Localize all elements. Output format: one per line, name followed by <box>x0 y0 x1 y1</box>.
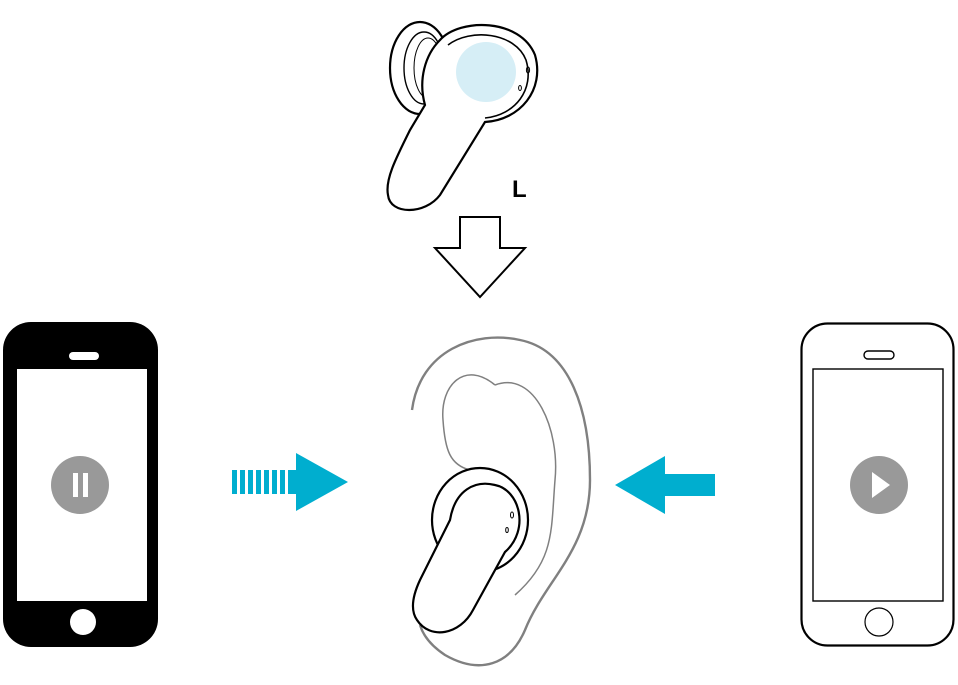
play-icon <box>850 456 908 514</box>
arrow-down-icon <box>432 216 528 299</box>
earbud-top <box>380 10 550 220</box>
down-arrow <box>430 215 530 301</box>
smartphone-icon <box>3 322 158 647</box>
pause-icon <box>51 456 109 514</box>
earbud-icon <box>386 20 539 211</box>
ear <box>395 330 595 685</box>
earbud-side-label: L <box>512 176 527 203</box>
smartphone-icon <box>800 322 955 647</box>
phone-right <box>800 322 955 647</box>
arrow-from-left-phone <box>230 453 352 513</box>
arrow-left-icon <box>615 456 715 514</box>
arrow-from-right-phone <box>613 456 717 514</box>
phone-left <box>3 322 158 647</box>
arrow-right-striped-icon <box>232 453 348 511</box>
touch-sensor <box>456 42 516 102</box>
ear-icon <box>410 336 592 667</box>
